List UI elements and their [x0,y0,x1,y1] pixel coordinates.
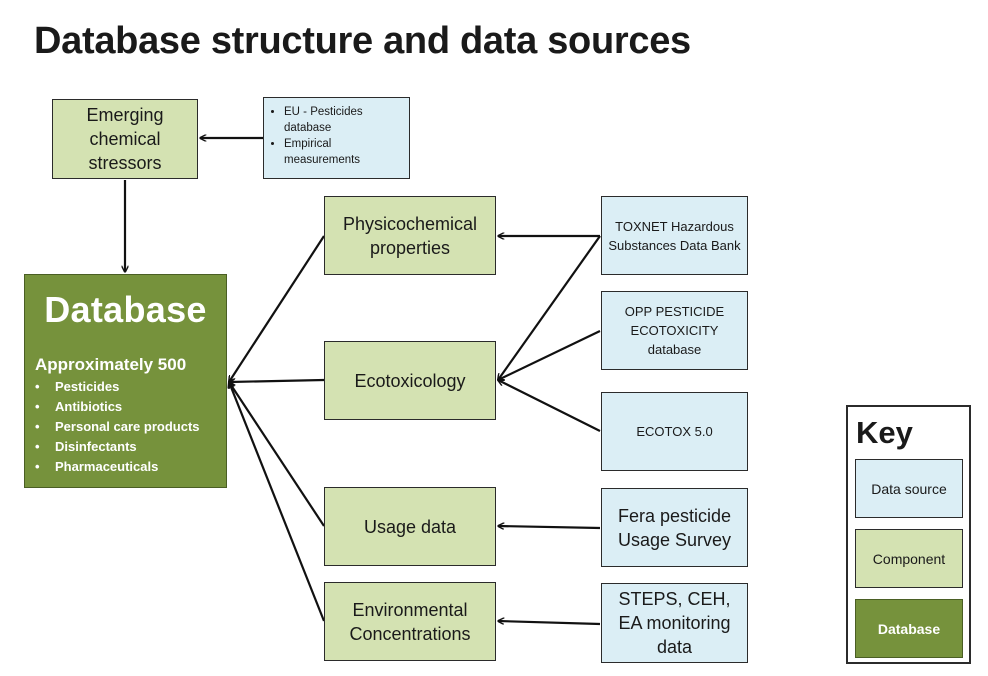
arrow-steps-to-environmental [498,621,601,626]
source-ecotox: ECOTOX 5.0 [601,392,748,471]
key-item-database: Database [855,599,963,658]
source-steps-ceh-ea: STEPS, CEH, EA monitoring data [601,583,748,663]
database-list-item: Personal care products [35,417,218,437]
component-environmental-concentrations: Environmental Concentrations [324,582,496,661]
component-usage-data: Usage data [324,487,496,566]
source-label: STEPS, CEH, EA monitoring data [618,589,731,657]
source-label: TOXNET Hazardous Substances Data Bank [608,218,741,253]
source-opp-pesticide-ecotoxicity: OPP PESTICIDE ECOTOXICITY database [601,291,748,370]
database-box: Database Approximately 500 Pesticides An… [24,274,227,488]
source-eu-pesticides: EU - Pesticides database Empirical measu… [263,97,410,179]
component-label: Usage data [363,516,457,537]
database-list-item: Pharmaceuticals [35,457,218,477]
source-fera-usage-survey: Fera pesticide Usage Survey [601,488,748,567]
database-subheading: Approximately 500 [35,355,187,374]
source-label: Fera pesticide Usage Survey [617,505,732,550]
component-label: Environmental Concentrations [349,599,471,644]
page-title: Database structure and data sources [34,20,691,62]
arrow-ecotox-to-ecotoxicology [498,380,601,432]
arrow-fera-to-usage [498,526,601,528]
key-item-label: Data source [871,480,947,497]
arrow-usage-to-database [229,382,325,527]
arrow-physicochemical-to-database [229,235,325,382]
source-list: EU - Pesticides database Empirical measu… [268,104,403,168]
component-label: Ecotoxicology [354,370,466,391]
key-item-data-source: Data source [855,459,963,518]
source-list-item: EU - Pesticides database [284,104,403,136]
database-list-item: Disinfectants [35,437,218,457]
arrow-environmental-to-database [229,382,326,622]
key-title: Key [856,415,913,450]
component-ecotoxicology: Ecotoxicology [324,341,496,420]
source-list-item: Empirical measurements [284,136,403,168]
component-label: Physicochemical properties [342,213,478,258]
source-toxnet: TOXNET Hazardous Substances Data Bank [601,196,748,275]
database-list-item: Pesticides [35,377,218,397]
component-label: Emerging chemical stressors [86,105,164,173]
key-legend: Key Data source Component Database [846,405,971,664]
key-item-label: Database [877,620,941,637]
key-item-label: Component [872,550,946,567]
database-heading: Database [44,289,207,330]
component-physicochemical-properties: Physicochemical properties [324,196,496,275]
arrow-ecotoxicology-to-database [229,380,325,382]
component-emerging-chemical-stressors: Emerging chemical stressors [52,99,198,179]
arrow-toxnet-to-ecotoxicology [498,235,601,380]
key-item-component: Component [855,529,963,588]
database-list-item: Antibiotics [35,397,218,417]
source-label: OPP PESTICIDE ECOTOXICITY database [624,304,725,357]
source-label: ECOTOX 5.0 [636,424,713,439]
database-list: Pesticides Antibiotics Personal care pro… [33,377,218,477]
arrow-opp-to-ecotoxicology [498,330,601,380]
